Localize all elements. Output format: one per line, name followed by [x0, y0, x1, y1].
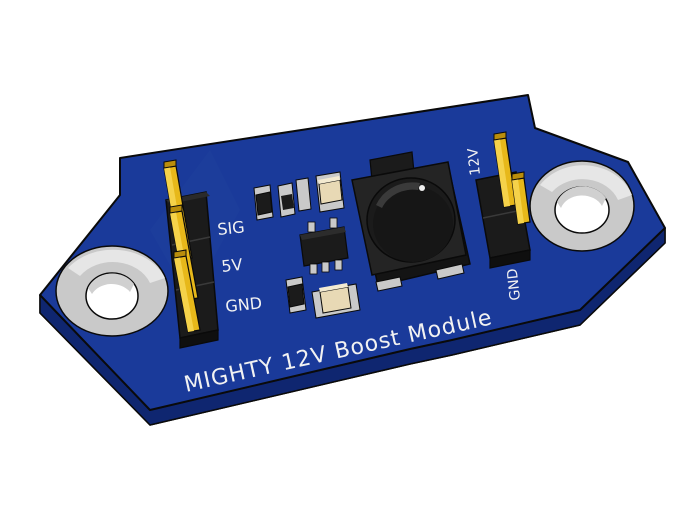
inductor	[351, 151, 471, 292]
pin-label-12v: 12V	[465, 147, 484, 176]
capacitor-bottom	[311, 283, 361, 319]
header-pin-gnd	[173, 249, 201, 333]
pad-cluster-top	[277, 177, 312, 218]
header-pin-gnd-right	[511, 171, 531, 225]
mounting-hole-right	[529, 160, 635, 252]
resistor-bottom	[285, 276, 307, 314]
pin-label-gnd-right: GND	[505, 268, 524, 302]
resistor-top	[253, 184, 274, 221]
left-pin-header	[163, 159, 219, 349]
pin-label-5v: 5V	[220, 255, 243, 276]
mounting-hole-left	[55, 245, 169, 337]
pin-label-sig: SIG	[216, 217, 245, 239]
right-pin-header	[475, 131, 531, 269]
ic-chip	[299, 217, 349, 275]
pin-label-gnd: GND	[224, 293, 262, 316]
capacitor-top	[315, 171, 345, 213]
